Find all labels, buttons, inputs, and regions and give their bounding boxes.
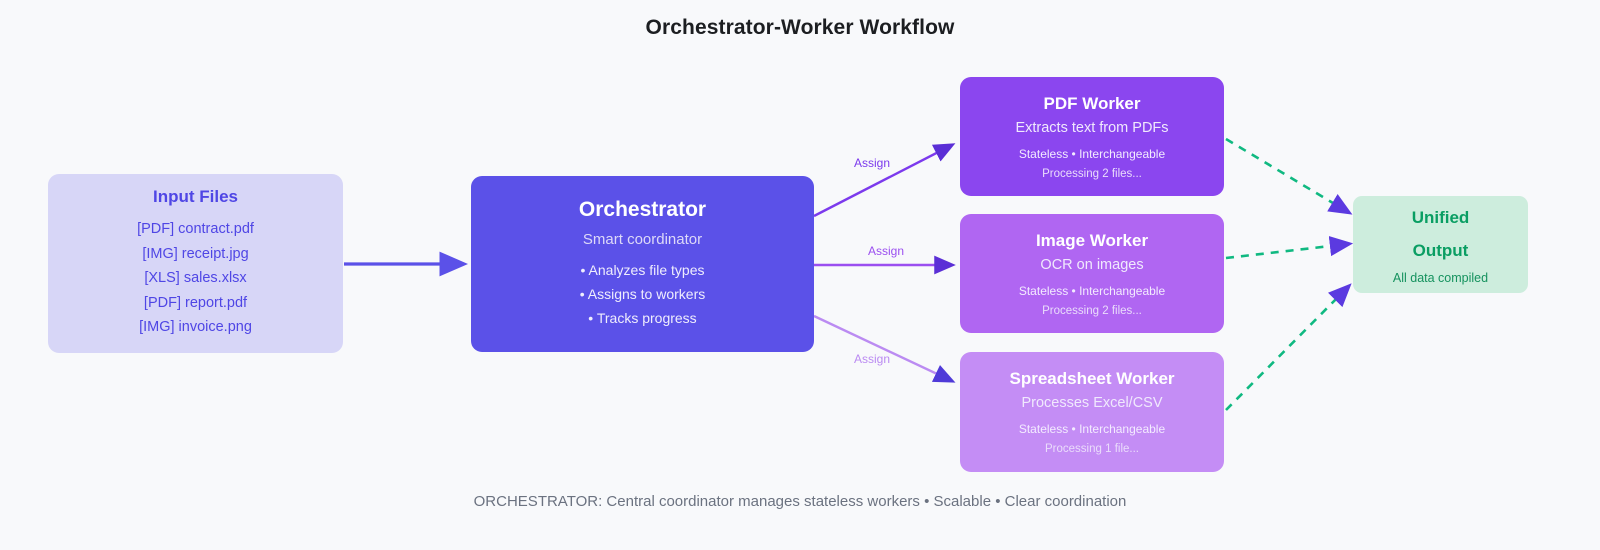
image-worker-meta: Stateless • Interchangeable [1018,283,1166,298]
spreadsheet-worker-subtitle: Processes Excel/CSV [1021,395,1163,411]
pdf-worker-subtitle: Extracts text from PDFs [1015,119,1169,136]
orchestrator-title: Orchestrator [578,197,707,221]
spreadsheet-worker-title: Spreadsheet Worker [1009,369,1175,388]
image-worker-subtitle: OCR on images [1040,256,1144,273]
pdf-worker-meta: Stateless • Interchangeable [1018,146,1166,161]
unified-output-title-line2: Output [1412,240,1469,260]
input-file-item: [PDF] report.pdf [143,294,248,311]
image-worker-status: Processing 2 files... [1042,304,1142,317]
spreadsheet-worker-status: Processing 1 file... [1045,443,1139,455]
unified-output-title-line1: Unified [1411,207,1470,227]
input-file-item: [IMG] invoice.png [139,319,252,336]
input-file-item: [IMG] receipt.jpg [142,245,249,262]
input-file-item: [XLS] sales.xlsx [144,270,247,287]
node-unified-output[interactable]: Unified Output All data compiled [1353,196,1528,293]
edge-orchestrator-to-spreadsheet-worker [813,314,956,383]
spreadsheet-worker-meta: Stateless • Interchangeable [1018,422,1166,436]
image-worker-title: Image Worker [1035,230,1149,250]
edge-pdf-worker-to-output [1225,137,1353,215]
node-pdf-worker[interactable]: PDF Worker Extracts text from PDFs State… [960,77,1224,196]
input-files-title: Input Files [153,187,238,207]
orchestrator-bullet: • Analyzes file types [580,261,705,278]
pdf-worker-status: Processing 2 files... [1042,167,1142,180]
page-title: Orchestrator-Worker Workflow [645,16,955,39]
node-spreadsheet-worker[interactable]: Spreadsheet Worker Processes Excel/CSV S… [960,352,1224,472]
input-file-item: [PDF] contract.pdf [137,221,254,238]
edge-image-worker-to-output [1225,236,1354,260]
node-input-files[interactable]: Input Files [PDF] contract.pdf [IMG] rec… [48,174,343,353]
edge-label-assign-image: Assign [867,244,905,258]
orchestrator-bullet: • Tracks progress [588,310,697,327]
edge-spreadsheet-worker-to-output [1225,283,1352,411]
node-orchestrator[interactable]: Orchestrator Smart coordinator • Analyze… [471,176,814,352]
orchestrator-bullet: • Assigns to workers [579,285,706,302]
pdf-worker-title: PDF Worker [1043,93,1141,113]
unified-output-subtitle: All data compiled [1392,270,1489,285]
edge-label-assign-pdf: Assign [853,156,891,170]
edge-label-assign-spreadsheet: Assign [853,352,891,366]
node-image-worker[interactable]: Image Worker OCR on images Stateless • I… [960,214,1224,333]
orchestrator-subtitle: Smart coordinator [582,230,703,248]
footer-caption: ORCHESTRATOR: Central coordinator manage… [473,493,1127,510]
